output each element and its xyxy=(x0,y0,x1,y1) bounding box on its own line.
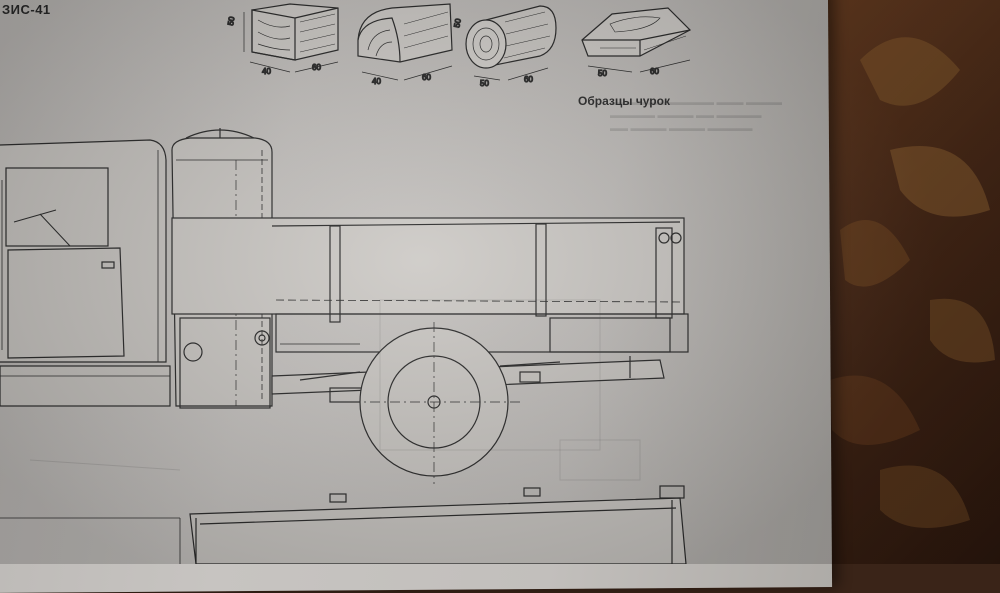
block-length-dim: 60 xyxy=(312,63,321,72)
block-width-dim: 40 xyxy=(262,67,271,76)
rear-wheel xyxy=(350,322,520,484)
technical-drawing: 50 40 60 40 60 50 50 60 xyxy=(0,3,692,564)
wood-sample-rounded xyxy=(357,3,453,81)
bed-plan-view xyxy=(0,485,687,564)
log-height-dim: 50 xyxy=(452,17,463,28)
bleedthrough-lines xyxy=(29,299,641,481)
log-length-dim: 60 xyxy=(524,75,533,84)
chassis-frame xyxy=(0,356,665,407)
model-label: ЗИС-41 xyxy=(2,2,51,17)
block-height-dim: 50 xyxy=(226,15,237,26)
wood-sample-log xyxy=(465,5,557,81)
wood-sample-block xyxy=(243,3,339,73)
truck-cab xyxy=(0,139,167,363)
cloth-pattern xyxy=(830,37,995,528)
rounded-length-dim: 60 xyxy=(422,73,431,82)
faint-bleedthrough-text: ▬▬▬▬ ▬▬ ▬▬▬▬▬ ▬▬▬ ▬▬▬▬▬▬▬▬▬ ▬▬▬▬ ▬▬ ▬▬▬▬… xyxy=(610,97,783,133)
wedge-length-dim: 60 xyxy=(650,67,659,76)
wedge-width-dim: 50 xyxy=(598,69,607,78)
wood-sample-wedge xyxy=(581,7,692,73)
rounded-width-dim: 40 xyxy=(372,77,381,86)
samples-caption: Образцы чурок xyxy=(578,94,670,108)
log-width-dim: 50 xyxy=(480,79,489,88)
cargo-bed xyxy=(171,217,689,353)
